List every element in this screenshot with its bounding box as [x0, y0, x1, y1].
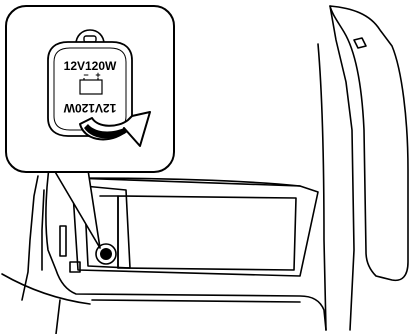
- console-lid-inner: [330, 6, 354, 330]
- floor-line-3: [92, 300, 300, 302]
- callout-pointer: [54, 170, 100, 248]
- console-left-wall: [22, 176, 38, 300]
- cap-label-top: 12V120W: [64, 59, 117, 73]
- lid-hinge: [354, 38, 366, 48]
- polarity-plus: +: [95, 70, 100, 80]
- cap-label-bottom: 12V120W: [63, 101, 116, 115]
- compartment-latch: [60, 226, 66, 256]
- console-lid: [330, 6, 408, 280]
- compartment-floor: [118, 196, 296, 270]
- console-left-wall-2: [42, 190, 44, 270]
- console-lid-edge: [318, 44, 326, 330]
- floor-line-1: [2, 274, 90, 304]
- floor-line-2: [56, 300, 60, 334]
- polarity-minus: −: [83, 70, 88, 80]
